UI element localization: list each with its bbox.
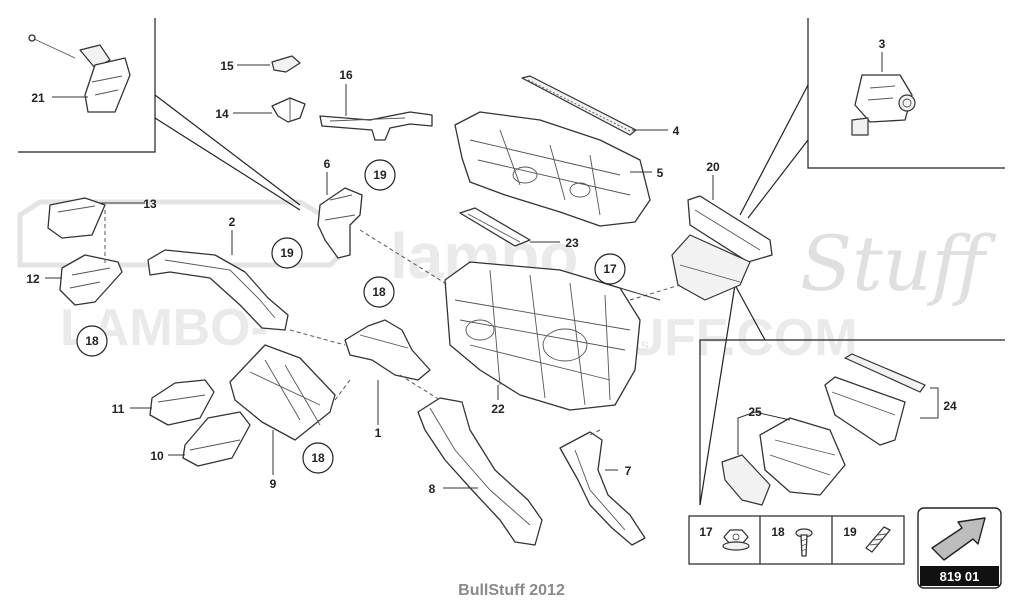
legend-item-19: 19 xyxy=(843,525,857,539)
label-15: 15 xyxy=(220,59,234,73)
callout-frames xyxy=(18,18,1005,506)
legend-item-18: 18 xyxy=(771,525,785,539)
screw-icon xyxy=(795,528,813,557)
label-7: 7 xyxy=(625,464,632,478)
part-12-bracket xyxy=(59,254,123,306)
label-11: 11 xyxy=(112,402,125,416)
label-14: 14 xyxy=(215,107,229,121)
part-9-bracket xyxy=(229,344,336,441)
part-13-vent xyxy=(47,197,106,239)
part-1-duct xyxy=(344,319,431,381)
svg-text:18: 18 xyxy=(85,334,99,348)
part-3-actuator xyxy=(851,74,916,136)
label-4: 4 xyxy=(673,124,680,138)
footer-credit: BullStuff 2012 xyxy=(458,582,565,599)
detail-frame-3 xyxy=(807,18,1005,169)
detail-leader-24-25 xyxy=(699,284,766,506)
part-22-hvac-unit xyxy=(444,261,641,411)
svg-text:19: 19 xyxy=(373,168,387,182)
label-22: 22 xyxy=(491,402,505,416)
svg-text:18: 18 xyxy=(372,285,386,299)
label-12: 12 xyxy=(26,272,40,286)
label-21: 21 xyxy=(31,91,45,105)
svg-text:17: 17 xyxy=(603,262,617,276)
label-1: 1 xyxy=(375,426,382,440)
arrow-icon xyxy=(931,517,986,561)
leader-lines xyxy=(45,52,939,489)
ref-19-left: 19 xyxy=(271,237,303,269)
assembly-lines xyxy=(104,210,681,436)
plate-number: 819 01 xyxy=(940,569,980,584)
detail-leader-21 xyxy=(154,94,301,211)
clip-icon xyxy=(865,526,891,553)
label-20: 20 xyxy=(706,160,720,174)
part-7-duct xyxy=(559,431,646,546)
ref-18-upper: 18 xyxy=(363,276,395,308)
label-25: 25 xyxy=(748,405,762,419)
part-8-duct xyxy=(417,397,543,546)
ref-18-lower: 18 xyxy=(302,442,334,474)
legend-item-17: 17 xyxy=(699,525,713,539)
label-9: 9 xyxy=(270,477,277,491)
label-16: 16 xyxy=(339,68,353,82)
parts-14-15-16 xyxy=(271,55,433,141)
part-2-duct xyxy=(147,249,289,331)
fastener-callouts: 19 19 18 18 18 17 xyxy=(76,159,626,474)
watermark-brand-script: Stuff xyxy=(800,219,997,308)
plate-badge: 819 01 xyxy=(917,507,1002,589)
detail-frame-21 xyxy=(18,18,156,153)
part-5-upper-housing xyxy=(454,111,651,227)
label-6: 6 xyxy=(324,157,331,171)
label-10: 10 xyxy=(150,449,164,463)
part-25-filter-housing xyxy=(721,417,846,506)
fastener-legend: 17 18 19 xyxy=(688,515,905,565)
part-10-vent xyxy=(182,411,251,467)
label-2: 2 xyxy=(229,215,236,229)
label-13: 13 xyxy=(143,197,157,211)
part-labels: 21 3 15 14 16 4 5 6 20 13 2 23 12 22 1 1… xyxy=(26,37,957,496)
part-20-vent xyxy=(671,195,773,301)
ref-17: 17 xyxy=(594,253,626,285)
detail-frame-24-25 xyxy=(699,339,1005,505)
part-23-frame xyxy=(459,207,531,247)
ref-18-left: 18 xyxy=(76,325,108,357)
svg-text:18: 18 xyxy=(311,451,325,465)
flange-nut-icon xyxy=(722,529,750,551)
label-23: 23 xyxy=(565,236,579,250)
part-6-duct xyxy=(317,187,363,259)
label-5: 5 xyxy=(657,166,664,180)
label-8: 8 xyxy=(429,482,436,496)
svg-text:19: 19 xyxy=(280,246,294,260)
part-24-filter xyxy=(824,353,926,446)
part-21-sensor xyxy=(28,34,131,113)
label-24: 24 xyxy=(943,399,957,413)
label-3: 3 xyxy=(879,37,886,51)
ref-19-top: 19 xyxy=(364,159,396,191)
part-11-vent xyxy=(149,379,215,426)
detail-leader-3 xyxy=(739,84,809,219)
